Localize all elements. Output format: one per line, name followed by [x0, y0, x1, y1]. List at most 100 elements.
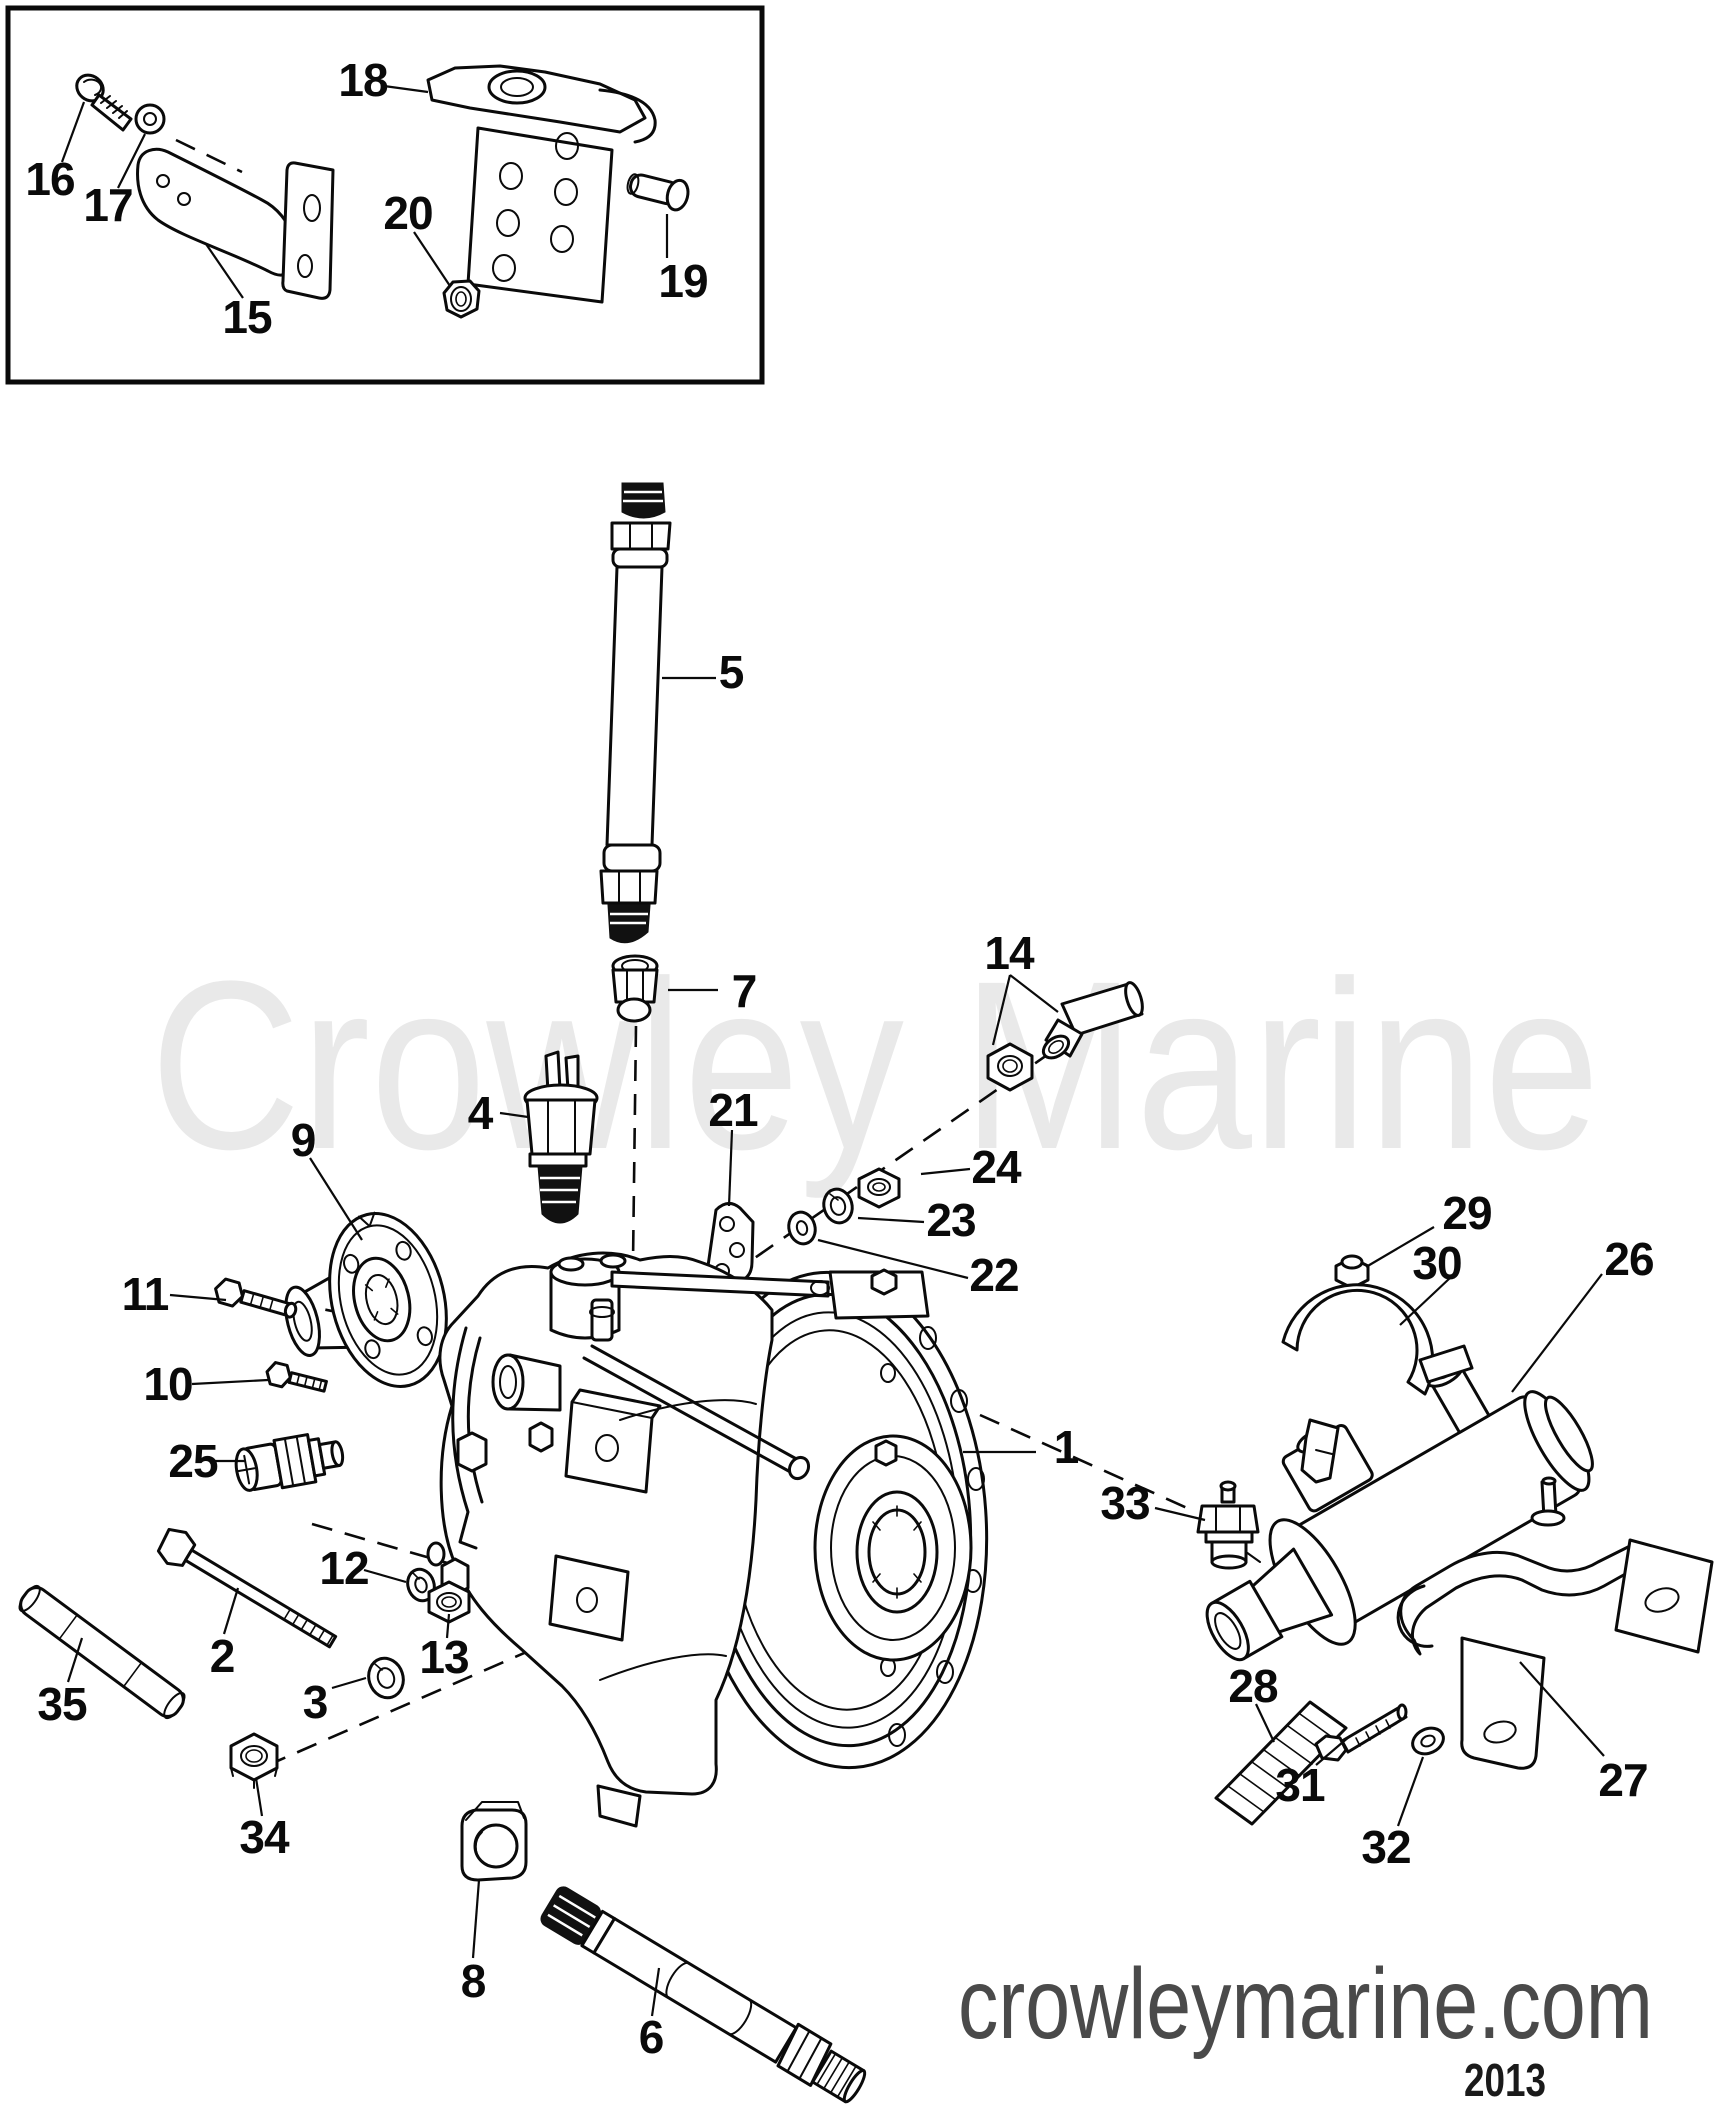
callout-label-15: 15 — [222, 291, 272, 343]
part-10-bolt — [265, 1361, 328, 1393]
callout-leader-line — [222, 1587, 240, 1635]
callout-label-35: 35 — [37, 1678, 87, 1730]
callout-label-4: 4 — [468, 1087, 494, 1139]
callout-label-11: 11 — [122, 1268, 169, 1320]
callout-label-23: 23 — [926, 1194, 975, 1246]
part-25-sensor — [234, 1433, 345, 1492]
leader-lines-layer — [60, 84, 1605, 2017]
part-11-bolt — [214, 1277, 298, 1319]
callout-leader-line — [1399, 1277, 1451, 1326]
part-31-bolt — [1314, 1703, 1408, 1762]
callout-leader-line — [1255, 1703, 1275, 1743]
callout-leader-line — [60, 101, 86, 163]
callout-label-33: 33 — [1100, 1477, 1149, 1529]
part-4-sensor — [523, 1050, 599, 1224]
callout-leader-line — [817, 1238, 969, 1280]
callout-leader-line — [205, 243, 244, 299]
callout-label-12: 12 — [319, 1542, 368, 1594]
part-9-coupler-flange — [284, 1211, 448, 1388]
callout-leader-line — [309, 1157, 363, 1241]
callout-leader-line — [920, 1167, 971, 1176]
part-3-washer — [367, 1656, 405, 1700]
callout-leader-line — [383, 84, 429, 94]
part-35-stud — [18, 1584, 186, 1720]
callout-leader-line — [727, 1129, 734, 1207]
callout-leader-line — [169, 1293, 227, 1302]
callout-leader-line — [1009, 974, 1059, 1013]
callout-label-29: 29 — [1442, 1187, 1491, 1239]
part-22-washer — [787, 1210, 817, 1246]
callout-label-1: 1 — [1054, 1421, 1079, 1473]
watermark-text: Crowley Marine — [150, 931, 1600, 1199]
part-20-nut — [442, 279, 481, 319]
part-14-elbow-fitting — [1041, 981, 1144, 1060]
part-5-dipstick-tube — [599, 482, 672, 944]
callout-label-31: 31 — [1275, 1759, 1325, 1811]
callout-leader-line — [413, 231, 451, 287]
callout-label-13: 13 — [419, 1631, 468, 1683]
callout-label-2: 2 — [210, 1630, 235, 1682]
explode-dash-line — [631, 1025, 638, 1263]
part-29-nut — [1334, 1254, 1370, 1290]
callout-label-20: 20 — [383, 187, 432, 239]
callout-label-17: 17 — [83, 179, 132, 231]
callout-label-34: 34 — [239, 1811, 290, 1863]
footer-site-text: crowleymarine.com — [958, 1948, 1653, 2060]
callout-label-27: 27 — [1598, 1754, 1647, 1806]
callout-leader-line — [1519, 1661, 1605, 1757]
callout-leader-line — [1315, 1735, 1351, 1766]
callout-leader-line — [117, 133, 146, 189]
callout-leader-line — [363, 1568, 407, 1584]
part-8-fitting — [460, 1801, 528, 1882]
part-7-fitting — [611, 954, 659, 1023]
callout-leader-line — [191, 1378, 269, 1386]
part-33-sensor — [1196, 1480, 1261, 1570]
part-30-clamp — [1281, 1283, 1474, 1484]
callout-leader-line — [66, 1637, 84, 1683]
callout-label-8: 8 — [461, 1955, 486, 2007]
part-17-washer — [134, 103, 166, 135]
callout-label-16: 16 — [25, 153, 74, 205]
part-27-bracket — [1396, 1476, 1714, 1770]
callout-leader-line — [331, 1676, 367, 1690]
callout-label-9: 9 — [291, 1114, 316, 1166]
part-34-nut — [229, 1732, 279, 1789]
callout-label-32: 32 — [1361, 1821, 1410, 1873]
callout-leader-line — [1365, 1226, 1435, 1268]
callout-leader-line — [471, 1879, 481, 1959]
callout-label-30: 30 — [1412, 1237, 1461, 1289]
part-15-bracket — [136, 147, 335, 300]
part-32-washer — [1411, 1726, 1445, 1756]
part-26-oil-cooler — [1205, 1356, 1594, 1662]
callout-leader-line — [1511, 1273, 1603, 1393]
callout-label-14: 14 — [984, 927, 1035, 979]
callout-label-6: 6 — [639, 2011, 664, 2063]
part-13-nut — [427, 1580, 471, 1624]
callout-label-7: 7 — [732, 965, 757, 1017]
callout-label-3: 3 — [303, 1676, 328, 1728]
callout-label-22: 22 — [969, 1249, 1018, 1301]
callout-leader-line — [254, 1777, 264, 1817]
callout-leader-line — [1396, 1756, 1425, 1827]
callout-label-24: 24 — [971, 1141, 1022, 1193]
callout-label-25: 25 — [168, 1435, 218, 1487]
callout-label-28: 28 — [1228, 1660, 1278, 1712]
part-2-bolt — [156, 1527, 338, 1649]
callout-leader-line — [1154, 1506, 1206, 1522]
callout-leader-line — [857, 1216, 925, 1224]
part-28-hose — [1214, 1700, 1348, 1826]
inset-box — [5, 5, 765, 385]
callout-leader-line — [445, 1613, 451, 1639]
callout-label-21: 21 — [708, 1084, 758, 1136]
part-18-bracket — [426, 64, 657, 304]
part-23-lock-washer — [822, 1187, 854, 1225]
part-24-nut — [857, 1167, 901, 1209]
part-1-transmission-housing — [426, 1251, 989, 1828]
explode-dash-line — [979, 1413, 1197, 1514]
callout-leader-line — [991, 974, 1012, 1046]
part-6-tube — [540, 1886, 867, 2104]
callout-label-5: 5 — [719, 646, 744, 698]
